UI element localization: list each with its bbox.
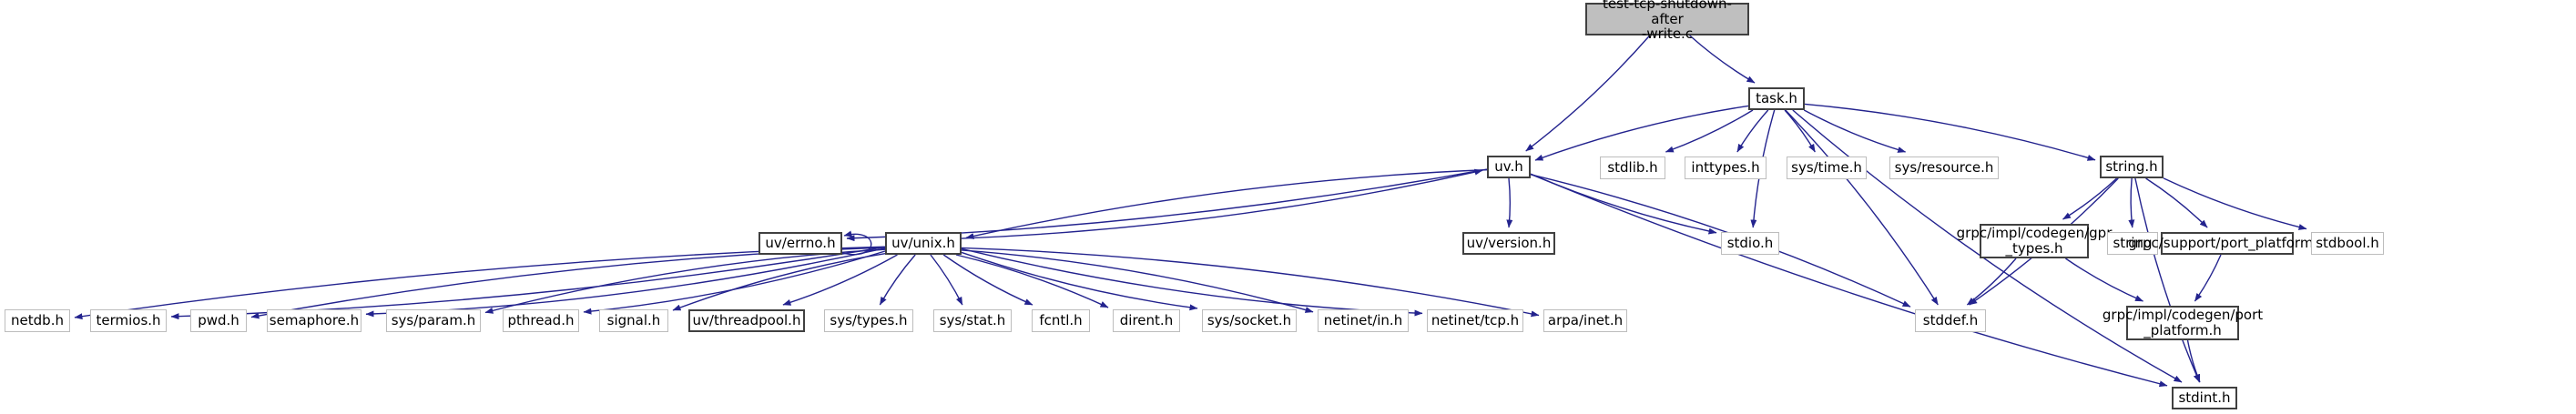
graph-edge-uvunix-to-fcntl: [942, 254, 1033, 306]
graph-edge-gprtypes-to-codegenport: [2065, 257, 2143, 302]
graph-edge-task-to-systime: [1784, 109, 1816, 153]
graph-node-arpainet[interactable]: arpa/inet.h: [1543, 309, 1627, 332]
graph-edge-uvunix-to-pwd: [250, 247, 886, 319]
graph-node-uvunix[interactable]: uv/unix.h: [885, 232, 962, 255]
graph-edge-uvunix-to-netinettcp: [961, 247, 1423, 317]
graph-edge-task-to-sysresource: [1803, 109, 1907, 153]
graph-edge-codegenport-to-stdint: [2186, 339, 2201, 383]
graph-node-root[interactable]: test-tcp-shutdown-after -write.c: [1585, 0, 1749, 42]
graph-edge-uvunix-to-threadpool: [782, 254, 898, 306]
graph-edge-uverrno-to-uverrno: [841, 230, 872, 256]
graph-edge-uvunix-to-netdb: [74, 246, 886, 320]
graph-node-stdint[interactable]: stdint.h: [2172, 387, 2237, 409]
graph-edge-uvunix-to-dirent: [955, 254, 1109, 308]
graph-edge-uvunix-to-systypes: [879, 254, 916, 306]
graph-edge-uvunix-to-pthread: [583, 250, 886, 315]
graph-edge-uvunix-to-signal: [672, 253, 886, 311]
graph-node-signal[interactable]: signal.h: [599, 309, 668, 332]
graph-node-termios[interactable]: termios.h: [90, 309, 167, 332]
graph-node-uverrno[interactable]: uv/errno.h: [759, 232, 842, 255]
graph-edge-uvunix-to-sysparam: [484, 248, 886, 314]
graph-edge-task-to-uv: [1534, 105, 1749, 161]
graph-node-stdbool[interactable]: stdbool.h: [2311, 232, 2384, 255]
graph-node-syssocket[interactable]: sys/socket.h: [1202, 309, 1297, 332]
graph-edge-uv-to-uvversion: [1506, 177, 1513, 228]
graph-edge-uv-to-stdint: [1530, 173, 2168, 388]
graph-edge-uvunix-to-semaphore: [365, 247, 886, 318]
graph-node-systime[interactable]: sys/time.h: [1787, 157, 1867, 179]
graph-edge-uvunix-to-netinetin: [961, 249, 1314, 313]
graph-node-uv[interactable]: uv.h: [1487, 156, 1531, 178]
graph-edge-task-to-string_h: [1804, 103, 2096, 161]
graph-node-gprtypes[interactable]: grpc/impl/codegen/gpr _types.h: [1956, 224, 2113, 258]
graph-edge-uv-to-stdio: [1530, 173, 1717, 235]
graph-node-inttypes[interactable]: inttypes.h: [1685, 157, 1767, 179]
graph-edge-task-to-stddef: [1785, 109, 1939, 306]
graph-edge-string_h-to-stdint: [2134, 177, 2201, 383]
graph-edge-string_h-to-supportport: [2145, 177, 2208, 228]
graph-node-stdlib[interactable]: stdlib.h: [1600, 157, 1665, 179]
graph-edge-uv-to-uverrno: [846, 168, 1488, 242]
graph-node-uvversion[interactable]: uv/version.h: [1462, 232, 1555, 255]
graph-edge-string_h-to-stdbool: [2163, 177, 2307, 230]
graph-node-netdb[interactable]: netdb.h: [5, 309, 70, 332]
graph-node-stdio[interactable]: stdio.h: [1721, 232, 1779, 255]
graph-node-sysstat[interactable]: sys/stat.h: [933, 309, 1012, 332]
graph-node-threadpool[interactable]: uv/threadpool.h: [688, 309, 805, 332]
graph-edge-uvunix-to-termios: [170, 246, 886, 320]
graph-node-supportport[interactable]: grpc/support/port_platform.h: [2128, 232, 2327, 255]
graph-node-sysresource[interactable]: sys/resource.h: [1889, 157, 1999, 179]
graph-node-string_h[interactable]: string.h: [2100, 156, 2164, 178]
graph-node-semaphore[interactable]: semaphore.h: [267, 309, 361, 332]
graph-node-fcntl[interactable]: fcntl.h: [1032, 309, 1090, 332]
graph-node-pthread[interactable]: pthread.h: [503, 309, 579, 332]
graph-edge-uvunix-to-syssocket: [961, 251, 1198, 311]
graph-edge-gprtypes-to-stddef: [1966, 257, 2017, 306]
graph-edge-string_h-to-string_cpp: [2128, 177, 2135, 228]
graph-edge-uvunix-to-uv: [961, 168, 1483, 239]
graph-node-netinetin[interactable]: netinet/in.h: [1318, 309, 1409, 332]
graph-node-dirent[interactable]: dirent.h: [1113, 309, 1180, 332]
graph-edge-task-to-inttypes: [1736, 109, 1769, 153]
graph-node-sysparam[interactable]: sys/param.h: [386, 309, 481, 332]
graph-node-codegenport[interactable]: grpc/impl/codegen/port _platform.h: [2102, 306, 2264, 340]
graph-edge-uv-to-uvunix: [965, 168, 1488, 239]
graph-node-task[interactable]: task.h: [1748, 87, 1805, 110]
graph-edge-uvunix-to-sysstat: [930, 254, 963, 306]
graph-edge-string_h-to-gprtypes: [2062, 177, 2118, 220]
graph-node-systypes[interactable]: sys/types.h: [824, 309, 913, 332]
graph-edge-task-to-stdlib: [1665, 109, 1754, 153]
graph-node-stddef[interactable]: stddef.h: [1915, 309, 1986, 332]
graph-node-pwd[interactable]: pwd.h: [190, 309, 247, 332]
graph-edge-root-to-task: [1689, 35, 1756, 84]
graph-edge-supportport-to-codegenport: [2194, 254, 2222, 302]
graph-edge-uvunix-to-arpainet: [961, 247, 1540, 318]
graph-edge-root-to-uv: [1525, 35, 1651, 152]
graph-node-netinettcp[interactable]: netinet/tcp.h: [1427, 309, 1523, 332]
